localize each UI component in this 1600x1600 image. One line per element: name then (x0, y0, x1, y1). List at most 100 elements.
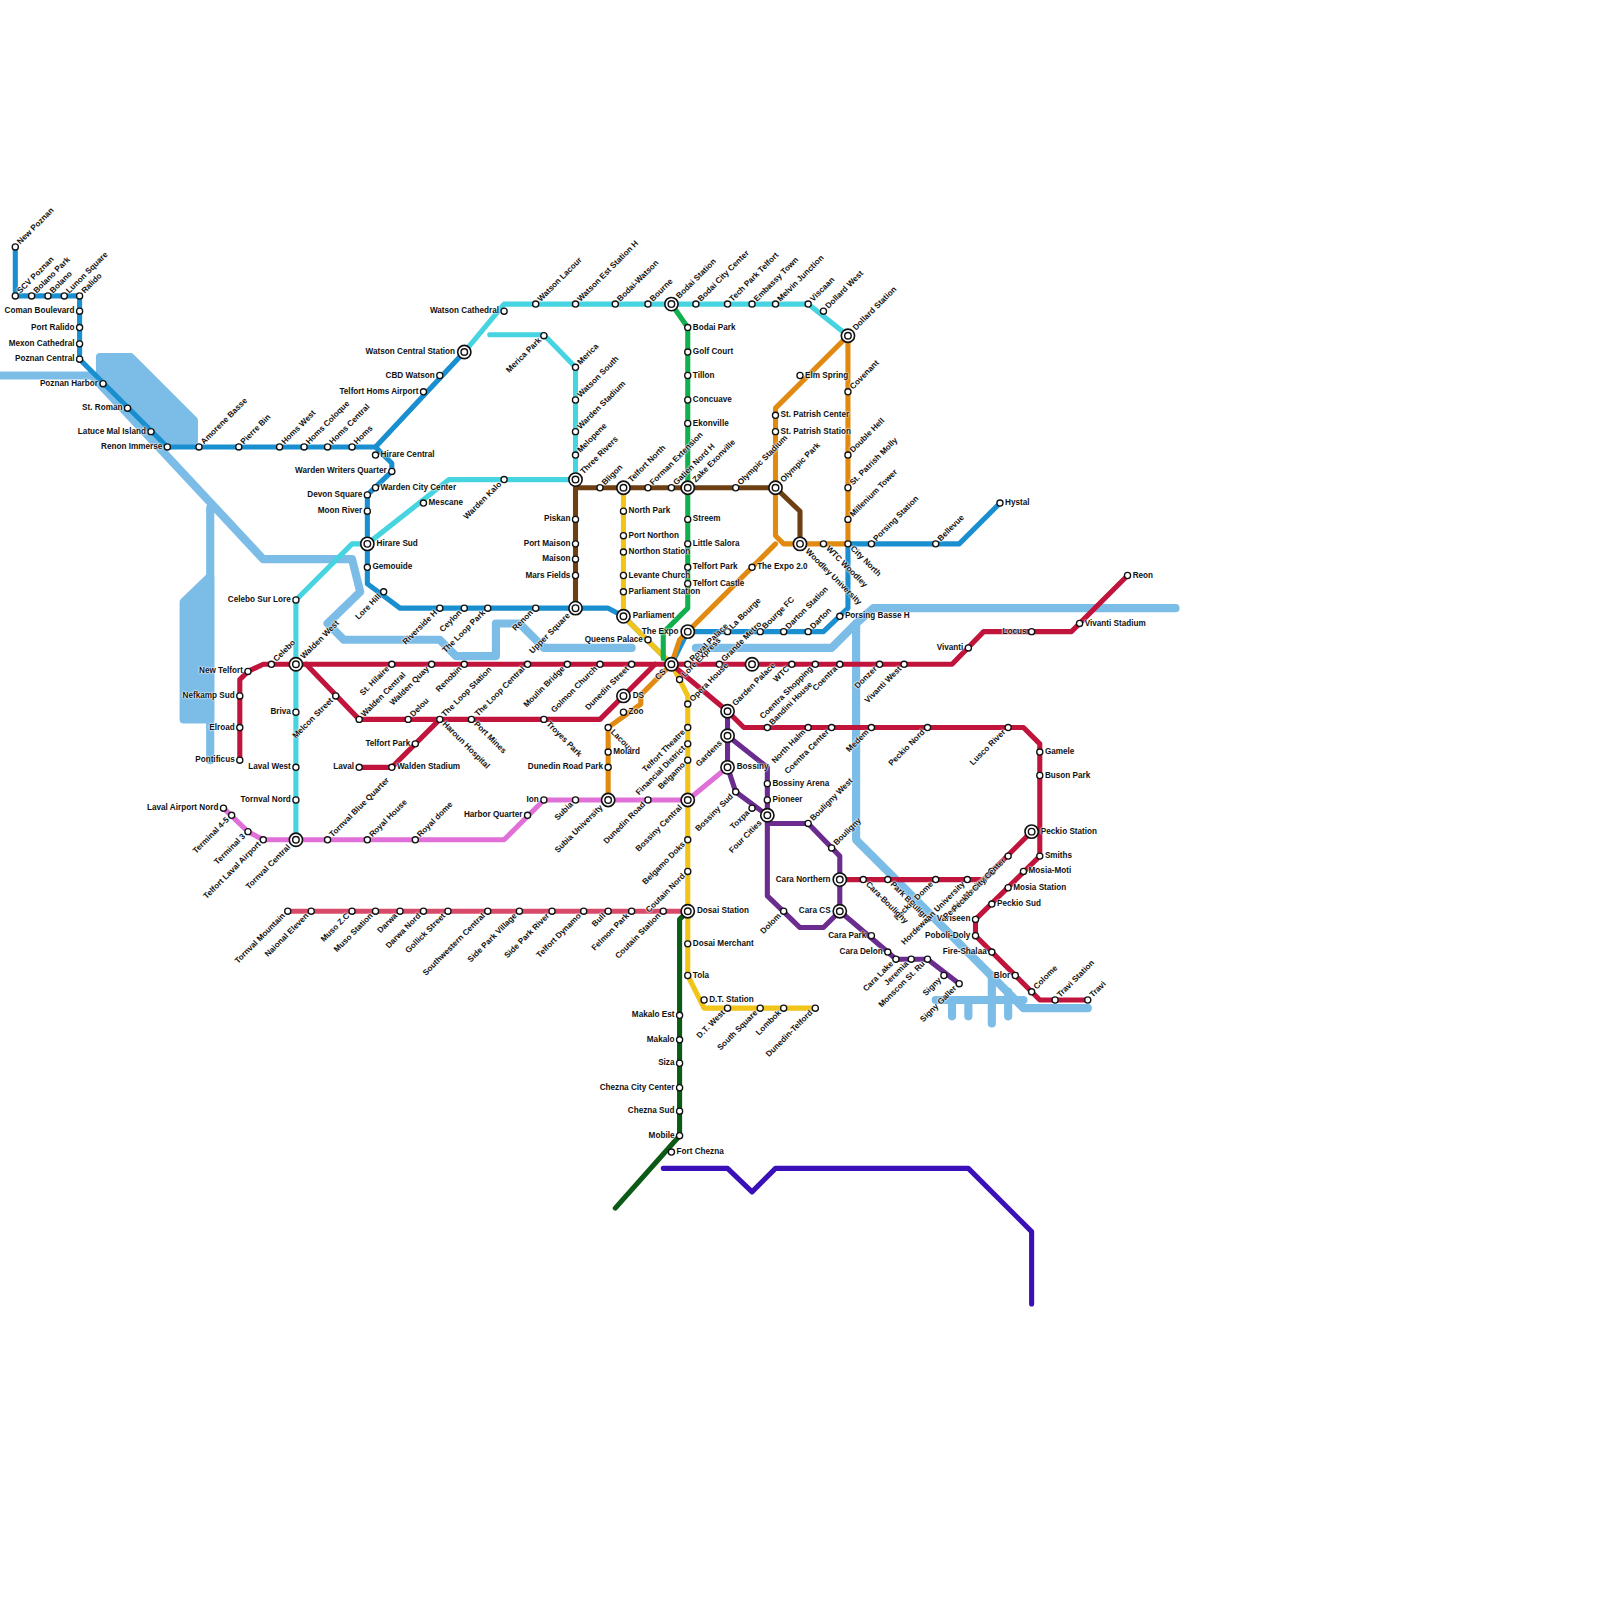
station-dot (681, 905, 694, 918)
station-dot (685, 941, 691, 947)
station-dot (681, 481, 694, 494)
station-label: Chezna Sud (628, 1107, 675, 1115)
station-dot (620, 484, 627, 491)
station-label: Lombok (755, 1009, 783, 1037)
station-label: Pontificus (195, 756, 234, 764)
station-label: Subia (553, 801, 574, 822)
station-dot (77, 356, 83, 362)
station-label: Moon River (318, 507, 362, 515)
station-label: Tola (693, 971, 709, 979)
station-dot (685, 324, 691, 330)
station-dot (541, 333, 547, 339)
station-dot (772, 484, 779, 491)
station-label: Port Northon (629, 532, 679, 540)
station-dot (764, 781, 770, 787)
station-dot (761, 809, 774, 822)
station-label: Colome (1032, 964, 1059, 991)
station-dot (772, 301, 778, 307)
station-dot (681, 793, 694, 806)
station-label: Lusco River (969, 728, 1008, 767)
station-dot (77, 341, 83, 347)
station-dot (1052, 997, 1058, 1003)
station-dot (437, 716, 443, 722)
station-dot (12, 293, 18, 299)
station-dot (1037, 772, 1043, 778)
station-dot (220, 805, 226, 811)
station-label: Watson Cathedral (430, 307, 499, 315)
station-dot (61, 293, 67, 299)
station-label: Walden Stadium (397, 763, 460, 771)
station-label: Dunedin Road (602, 801, 647, 846)
station-dot (289, 833, 302, 846)
station-label: Port Maison (524, 540, 571, 548)
station-dot (781, 908, 787, 914)
station-label: Maison (542, 555, 570, 563)
station-dot (572, 572, 578, 578)
station-dot (485, 908, 491, 914)
station-dot (693, 301, 699, 307)
station-label: Royal House (368, 798, 409, 839)
station-dot (412, 741, 418, 747)
station-label: DS (633, 692, 644, 700)
station-dot (837, 876, 844, 883)
station-label: Peckio Nord (887, 728, 926, 767)
station-dot (372, 452, 378, 458)
station-dot (793, 537, 806, 550)
station-label: Mosia Station (1013, 884, 1066, 892)
station-dot (364, 564, 370, 570)
station-dot (541, 797, 547, 803)
station-dot (237, 724, 243, 730)
station-dot (602, 793, 615, 806)
station-dot (677, 1012, 683, 1018)
station-dot (685, 741, 691, 747)
station-dot (885, 877, 891, 883)
station-dot (845, 541, 851, 547)
station-label: Northon Station (629, 548, 691, 556)
station-dot (845, 516, 851, 522)
station-dot (429, 661, 435, 667)
station-label: St. Patrish Center (781, 411, 850, 419)
station-label: Zoo (629, 708, 644, 716)
station-dot (685, 701, 691, 707)
station-dot (868, 724, 874, 730)
station-label: Coman Boulevard (5, 307, 75, 315)
station-dot (805, 301, 811, 307)
station-dot (620, 709, 626, 715)
station-dot (293, 709, 299, 715)
station-label: Warden Kalo (463, 480, 504, 521)
station-label: Signy (922, 976, 943, 997)
station-label: Telfort Park (365, 740, 410, 748)
station-dot (685, 372, 691, 378)
station-dot (420, 500, 426, 506)
station-dot (685, 564, 691, 570)
station-label: Bossiny Arena (772, 780, 829, 788)
station-dot (29, 293, 35, 299)
station-dot (196, 444, 202, 450)
station-dot (617, 689, 630, 702)
station-dot (572, 476, 579, 483)
station-label: Queens Palace (585, 636, 643, 644)
station-dot (617, 610, 630, 623)
station-label: Ion (527, 796, 539, 804)
station-dot (293, 764, 299, 770)
station-label: Dollard Station (852, 285, 899, 332)
station-dot (1085, 997, 1091, 1003)
station-dot (364, 492, 370, 498)
station-dot (572, 429, 578, 435)
station-dot (805, 724, 811, 730)
station-dot (845, 389, 851, 395)
station-dot (372, 485, 378, 491)
station-dot (516, 908, 522, 914)
station-dot (841, 329, 854, 342)
station-label: Makalo (647, 1036, 675, 1044)
station-dot (868, 933, 874, 939)
station-dot (617, 481, 630, 494)
station-dot (77, 324, 83, 330)
station-dot (837, 613, 843, 619)
station-dot (572, 364, 578, 370)
station-dot (924, 724, 930, 730)
station-label: Piskan (544, 515, 570, 523)
station-label: Gemouide (372, 563, 412, 571)
station-dot (924, 956, 930, 962)
station-dot (285, 908, 291, 914)
